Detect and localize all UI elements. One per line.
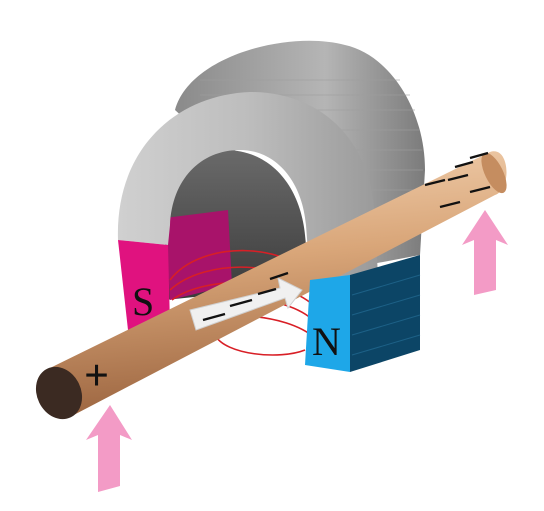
rod-end-cap [35,366,83,420]
rod-far-end [481,152,507,194]
motion-arrow-left [86,405,132,492]
north-pole-side-face [350,255,420,372]
north-pole-label: N [312,319,341,364]
negative-charges-far-end [424,151,491,209]
magnet-front-face [117,92,378,280]
north-pole-face [305,275,350,372]
north-side-streaks [351,274,421,356]
positive-charge-label: + [84,351,109,400]
south-pole-face [118,240,170,330]
conductor-rod [50,151,507,418]
south-pole-label: S [132,279,154,324]
negative-charges-middle [202,271,289,322]
south-pole-inner-face [165,210,232,300]
motion-arrow-right [462,210,508,295]
